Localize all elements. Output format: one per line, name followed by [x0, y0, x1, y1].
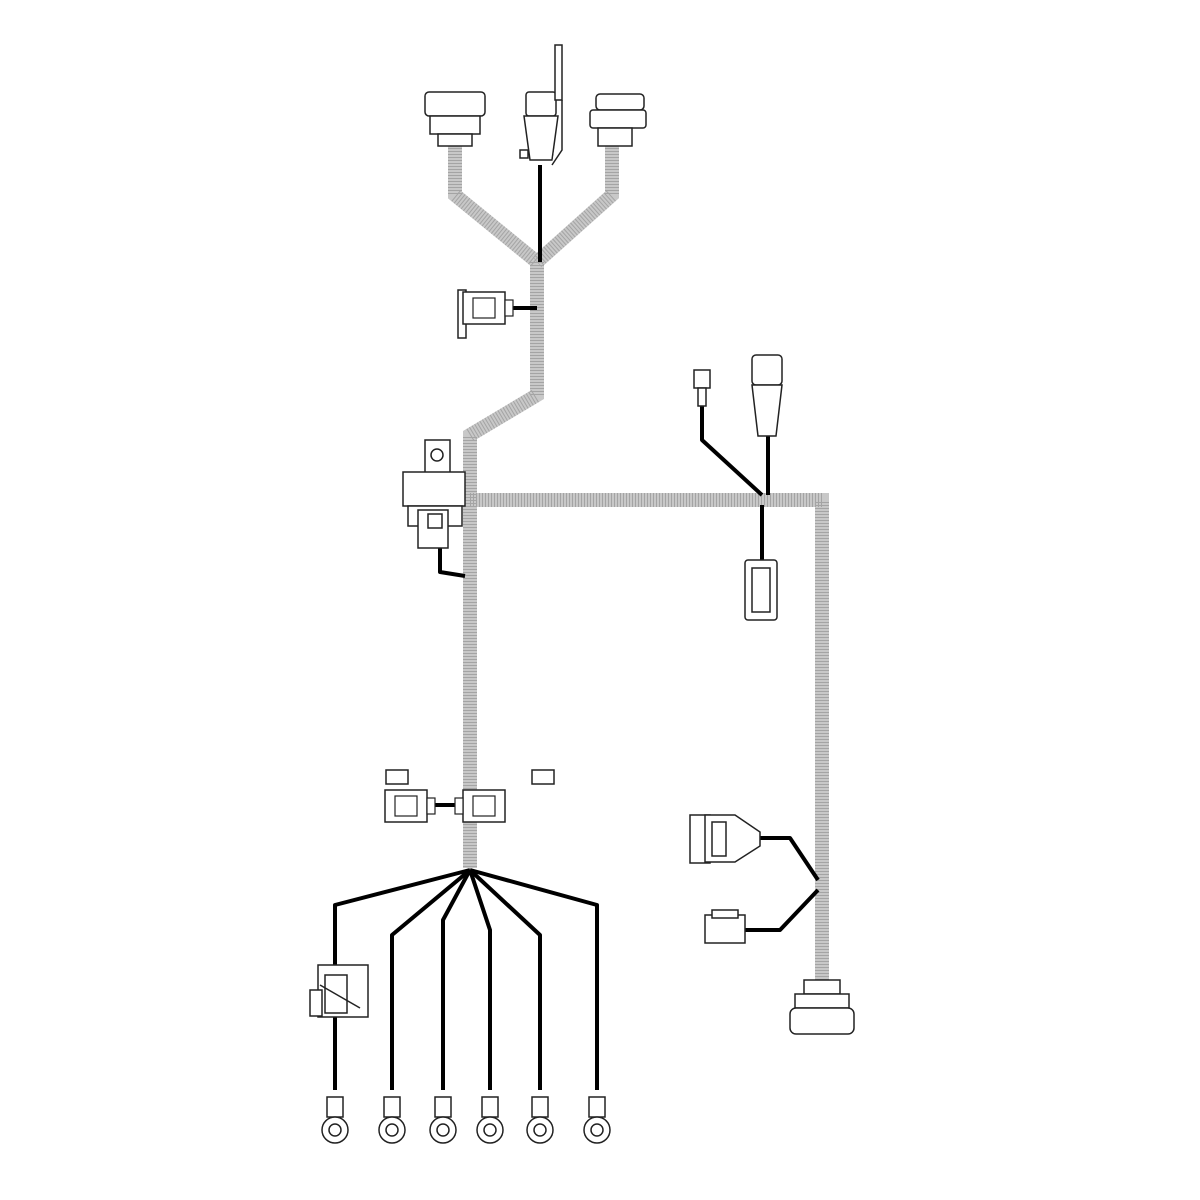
small-connector-right [744, 559, 778, 621]
ring-terminal [429, 1096, 457, 1144]
round-connector-top-right [589, 93, 647, 147]
round-connector-top-left [424, 91, 486, 147]
ring-terminal [526, 1096, 554, 1144]
fuse-holder [309, 964, 369, 1018]
small-connector-pair [384, 769, 555, 823]
plug-connector-right [751, 354, 783, 437]
harness-sheath [448, 145, 829, 985]
small-connector-upper [457, 289, 514, 339]
spade-terminal [693, 369, 711, 407]
ring-terminal [583, 1096, 611, 1144]
round-connector-bottom [789, 979, 855, 1035]
plug-connector-top [519, 44, 563, 166]
db-connector [689, 814, 761, 864]
ring-terminal [378, 1096, 406, 1144]
ring-terminal [321, 1096, 349, 1144]
small-connector-lower-right [704, 909, 746, 944]
relay [402, 439, 466, 549]
ring-terminals [321, 1096, 611, 1144]
wires [333, 165, 820, 1090]
ring-terminal [476, 1096, 504, 1144]
